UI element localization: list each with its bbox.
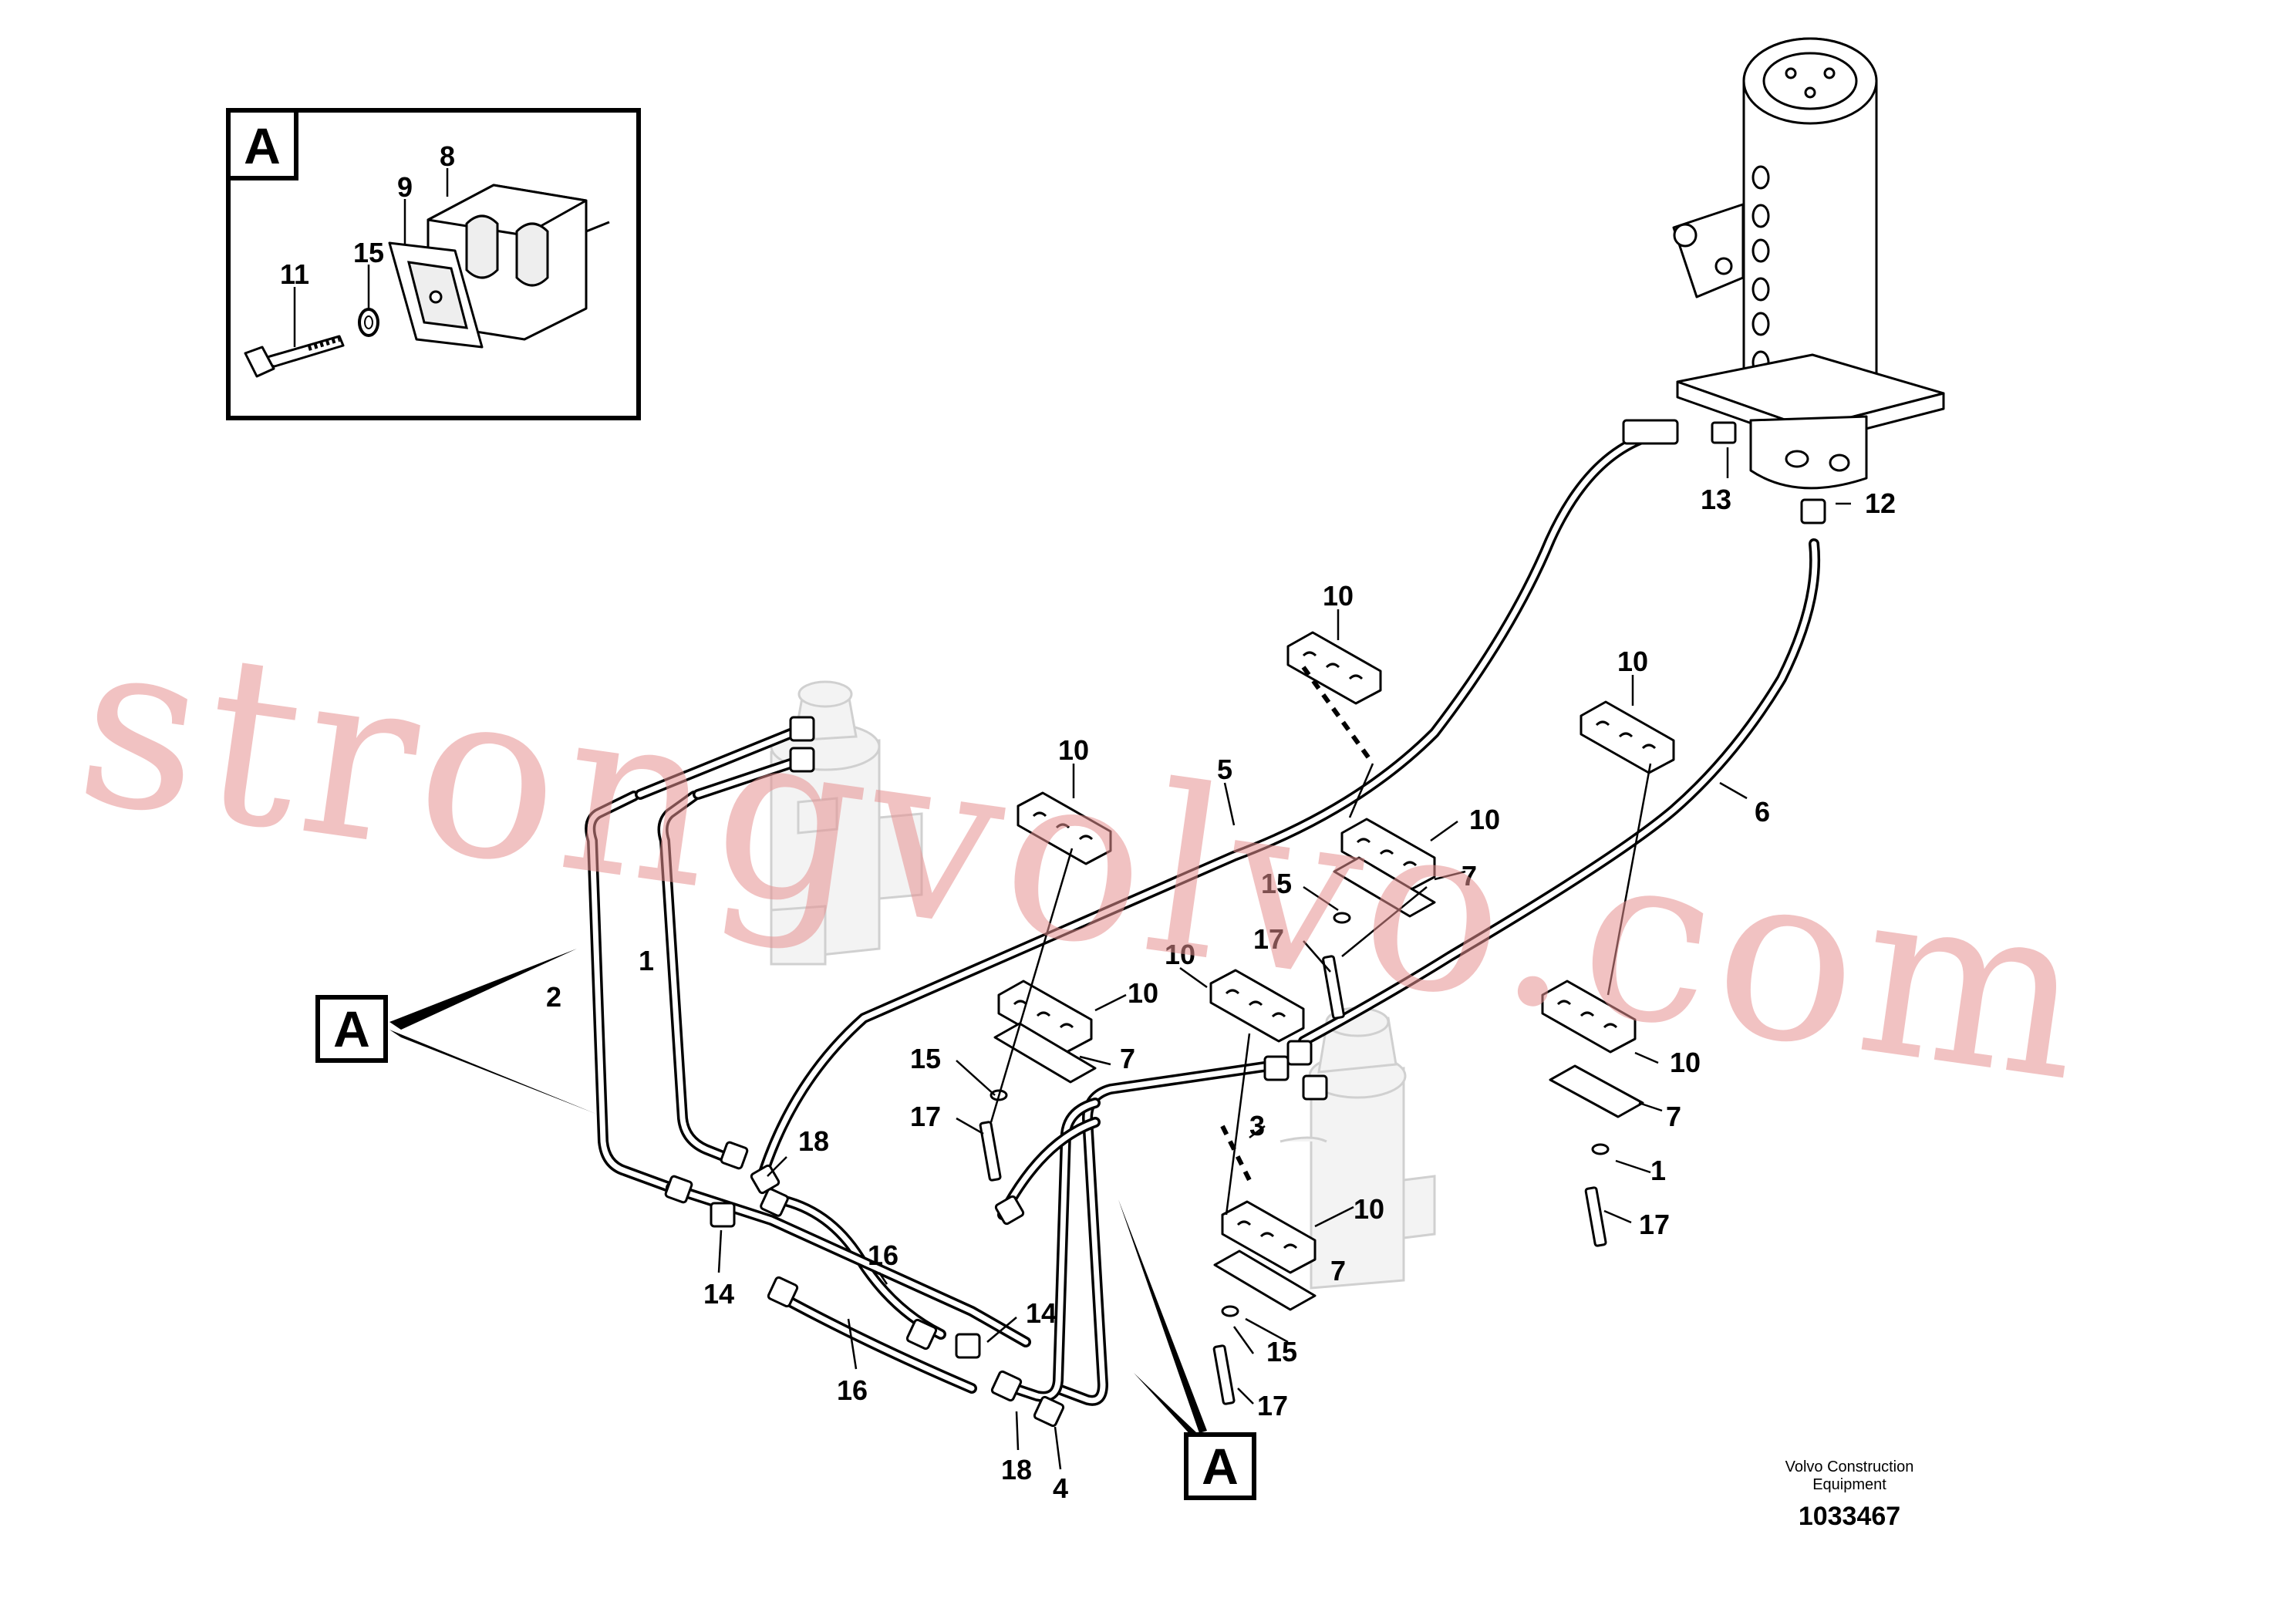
label-10-center2: 10 (1128, 977, 1158, 1009)
adapter-13-icon (1711, 421, 1737, 444)
label-2: 2 (546, 981, 561, 1013)
label-17-d: 17 (1257, 1390, 1288, 1421)
label-10-right-top: 10 (1617, 646, 1648, 677)
bolt-17-c-icon (1584, 1186, 1607, 1247)
control-valve-left-icon (770, 680, 923, 966)
label-13: 13 (1701, 484, 1731, 515)
label-10-left: 10 (1058, 734, 1089, 766)
label-15-c: 15 (1266, 1336, 1297, 1367)
label-10-mid: 10 (1469, 804, 1500, 835)
bolt-17-a-icon (1322, 955, 1345, 1020)
washer-15-a-icon (1333, 912, 1351, 924)
credit-line-1: Volvo Construction (1785, 1458, 1914, 1475)
view-callout-bottom: A (1118, 1199, 1256, 1500)
washer-icon (358, 308, 379, 337)
label-14-a: 14 (703, 1278, 734, 1310)
hose-end-fitting (1622, 419, 1679, 445)
label-4: 4 (1053, 1472, 1068, 1504)
hose-assembly (585, 428, 1821, 1406)
clamp-10-right-top-icon (1580, 700, 1675, 774)
adapter-12-icon (1800, 498, 1826, 524)
callout-labels: 13 12 10 10 10 10 5 6 15 17 7 10 10 15 1… (546, 484, 1896, 1504)
view-callout-left: A (315, 949, 598, 1114)
label-inset-15: 15 (353, 237, 384, 268)
label-6: 6 (1755, 796, 1770, 828)
label-7-d: 7 (1330, 1255, 1346, 1286)
label-1-c: 1 (1650, 1155, 1666, 1186)
label-14-b: 14 (1026, 1297, 1057, 1329)
label-16-b: 16 (837, 1374, 868, 1406)
label-18-b: 18 (1001, 1454, 1032, 1485)
control-valve-right-icon (1279, 1007, 1436, 1290)
detail-letter-box (226, 108, 298, 180)
label-15-a: 15 (1261, 868, 1292, 899)
label-7-a: 7 (1462, 860, 1477, 892)
label-7-c: 7 (1666, 1101, 1681, 1132)
label-inset-9: 9 (397, 171, 413, 203)
label-17-a: 17 (1253, 923, 1284, 955)
label-10-lower: 10 (1354, 1193, 1384, 1225)
label-10-right: 10 (1670, 1047, 1701, 1078)
bolt-17-b-icon (979, 1121, 1002, 1182)
valve-port-icon (1263, 1055, 1290, 1081)
label-3: 3 (1249, 1110, 1265, 1141)
label-7-b: 7 (1120, 1043, 1135, 1074)
washer-15-d-icon (1221, 1305, 1239, 1317)
label-16-a: 16 (868, 1239, 899, 1271)
bolt-icon (244, 335, 345, 378)
label-17-c: 17 (1639, 1209, 1670, 1240)
clamp-10-top-icon (1286, 631, 1382, 765)
label-10-center: 10 (1165, 939, 1195, 970)
credit-block: Volvo Construction Equipment 1033467 (1785, 1458, 1914, 1531)
clamp-10-right-icon (1541, 980, 1644, 1118)
clamp-10-lower-icon (1213, 1200, 1317, 1311)
label-15-b: 15 (910, 1043, 941, 1074)
label-12: 12 (1865, 487, 1896, 519)
label-5: 5 (1217, 754, 1232, 785)
document-number: 1033467 (1799, 1502, 1900, 1531)
label-1: 1 (639, 945, 654, 976)
view-callout-letter: A (1202, 1438, 1239, 1495)
label-18-a: 18 (798, 1125, 829, 1157)
clamp-10-center-icon (993, 980, 1097, 1084)
leader-lines (717, 447, 1851, 1470)
label-inset-8: 8 (440, 140, 455, 172)
clamp-10-left-icon (1017, 791, 1112, 865)
detail-view-a: A 8 9 15 11 (226, 108, 641, 420)
clamps (979, 631, 1675, 1405)
view-callout-letter: A (333, 1000, 370, 1057)
label-10-top: 10 (1323, 580, 1354, 612)
label-inset-11: 11 (280, 258, 309, 290)
detail-letter: A (244, 117, 281, 174)
clamp-10-center2-icon (1209, 969, 1305, 1182)
washer-15-c-icon (1591, 1143, 1610, 1155)
credit-line-2: Equipment (1812, 1476, 1886, 1493)
fittings (664, 419, 1826, 1428)
clamp-plate-icon (388, 241, 484, 349)
tee-fitting-14b-icon (955, 1333, 981, 1359)
label-17-b: 17 (910, 1101, 941, 1132)
bolt-17-d-icon (1212, 1344, 1236, 1405)
rotary-joint-icon (1672, 37, 1945, 490)
tee-fitting-14-icon (710, 1202, 736, 1228)
